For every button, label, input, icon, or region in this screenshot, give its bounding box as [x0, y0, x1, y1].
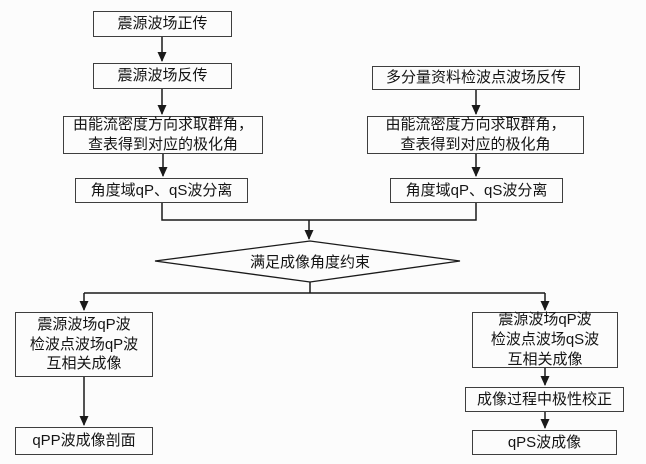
node-polarity-correction: 成像过程中极性校正	[465, 387, 624, 412]
node-left-wave-separation-label: 角度域qP、qS波分离	[90, 181, 233, 199]
node-qpp-image-profile: qPP波成像剖面	[15, 427, 153, 455]
node-pp-crosscorrelation-imaging: 震源波场qP波 检波点波场qP波 互相关成像	[15, 312, 153, 377]
node-qpp-image-profile-label: qPP波成像剖面	[32, 432, 136, 450]
decision-diamond-shape	[154, 240, 461, 283]
node-pp-crosscorrelation-imaging-label: 震源波场qP波 检波点波场qP波 互相关成像	[29, 315, 139, 373]
node-decision-imaging-angle-label: 满足成像角度约束	[249, 253, 370, 271]
node-ps-crosscorrelation-imaging: 震源波场qP波 检波点波场qS波 互相关成像	[472, 311, 618, 368]
node-decision-imaging-angle: 满足成像角度约束	[200, 249, 420, 273]
node-qps-imaging-label: qPS波成像	[507, 433, 582, 451]
node-right-wave-separation-label: 角度域qP、qS波分离	[405, 181, 548, 199]
node-qps-imaging: qPS波成像	[472, 430, 617, 455]
node-source-forward-label: 震源波场正传	[117, 15, 208, 33]
node-receiver-backward-label: 多分量资料检波点波场反传	[385, 69, 566, 87]
node-left-group-angle-label: 由能流密度方向求取群角， 查表得到对应的极化角	[72, 116, 253, 153]
node-polarity-correction-label: 成像过程中极性校正	[476, 390, 612, 408]
node-right-group-angle-label: 由能流密度方向求取群角， 查表得到对应的极化角	[385, 116, 566, 153]
node-source-forward: 震源波场正传	[93, 11, 232, 37]
node-left-wave-separation: 角度域qP、qS波分离	[75, 178, 248, 203]
node-left-group-angle: 由能流密度方向求取群角， 查表得到对应的极化角	[63, 116, 263, 154]
node-right-group-angle: 由能流密度方向求取群角， 查表得到对应的极化角	[367, 116, 584, 154]
node-source-backward: 震源波场反传	[93, 63, 232, 89]
node-source-backward-label: 震源波场反传	[117, 67, 208, 85]
node-receiver-backward: 多分量资料检波点波场反传	[372, 66, 580, 90]
node-ps-crosscorrelation-imaging-label: 震源波场qP波 检波点波场qS波 互相关成像	[490, 311, 600, 368]
node-right-wave-separation: 角度域qP、qS波分离	[390, 178, 563, 203]
